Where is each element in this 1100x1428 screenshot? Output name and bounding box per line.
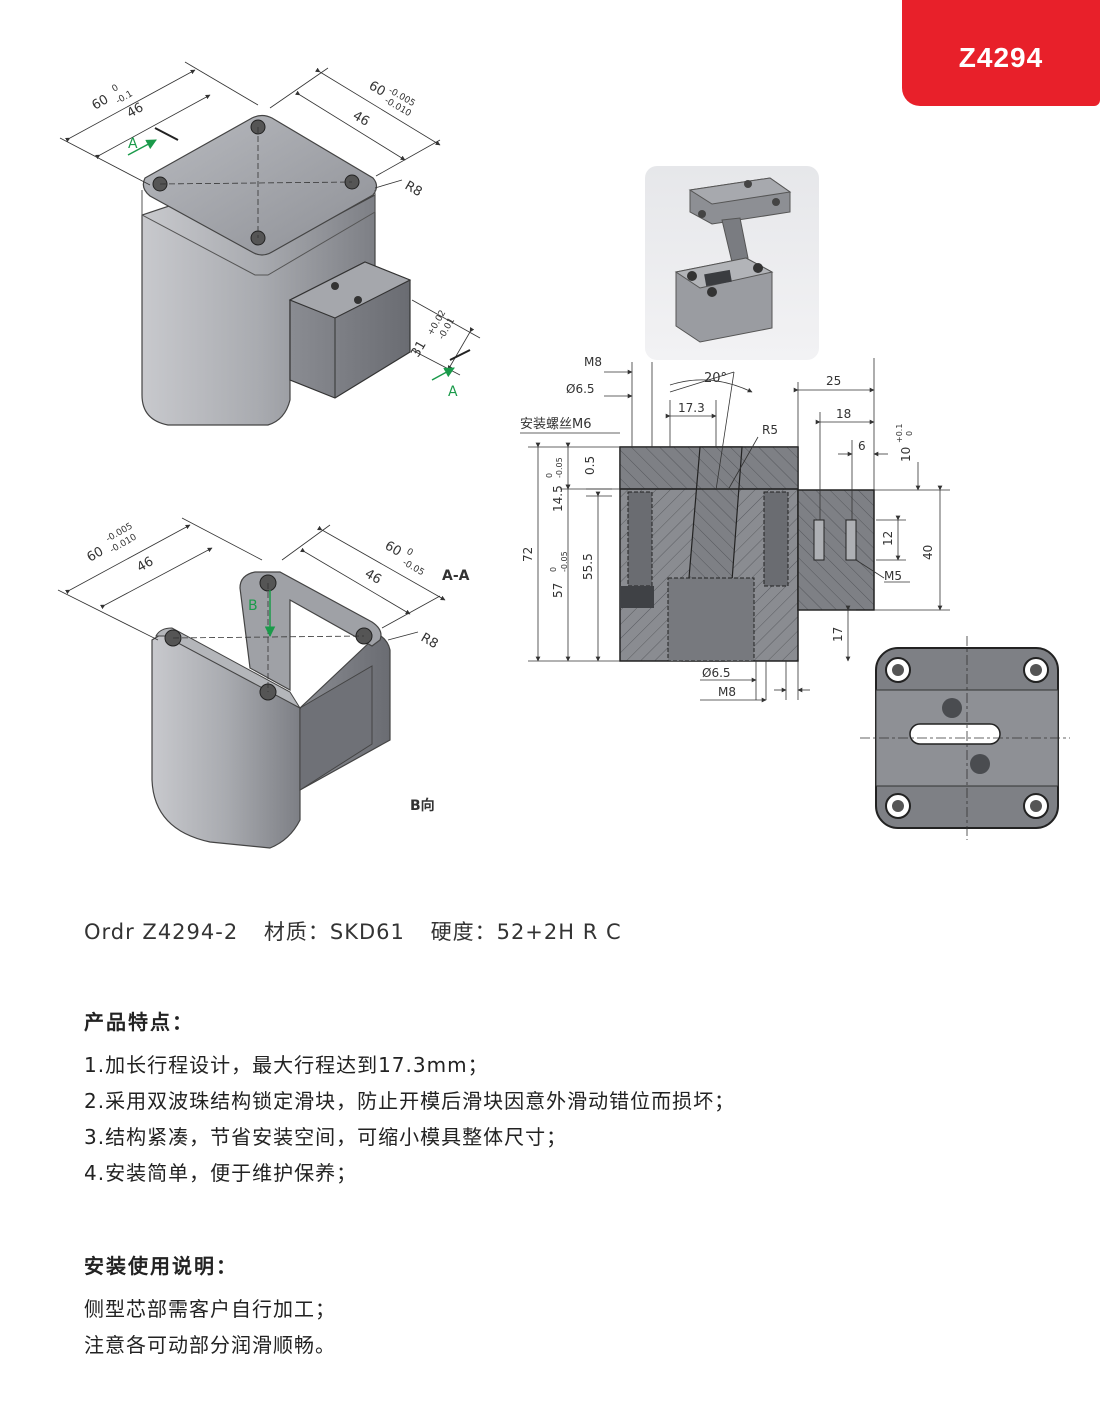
section-dim-145-tol-upper: 0 <box>545 473 554 478</box>
section-dim-25: 25 <box>826 374 841 388</box>
section-dim-6: 6 <box>858 439 866 453</box>
section-d65-top: Ø6.5 <box>566 382 595 396</box>
material: 材质：SKD61 <box>263 920 405 944</box>
features-list: 1.加长行程设计，最大行程达到17.3mm； 2.采用双波珠结构锁定滑块，防止开… <box>84 1047 735 1191</box>
install-title: 安装使用说明： <box>84 1254 238 1278</box>
feature-item: 1.加长行程设计，最大行程达到17.3mm； <box>84 1053 489 1077</box>
dim-top-left-tol-upper: 0 <box>111 83 121 95</box>
bottom-isometric-view: 60 -0.005 -0.010 46 60 0 -0.05 46 R8 B B… <box>57 517 446 849</box>
radius-bottom: R8 <box>418 630 440 652</box>
section-dim-57-tol-upper: 0 <box>549 567 558 572</box>
section-angle: 20° <box>704 371 727 386</box>
section-title: A-A <box>442 568 470 584</box>
section-m8-bottom: M8 <box>718 685 736 699</box>
product-code: Z4294 <box>958 42 1044 73</box>
dim-top-right-outer: 60 <box>366 78 388 99</box>
section-marker-a-bottom: A <box>448 384 458 400</box>
ball-plunger <box>331 282 339 290</box>
section-m8-top: M8 <box>584 355 602 369</box>
plan-view-b <box>860 636 1070 840</box>
feature-item: 4.安装简单，便于维护保养； <box>84 1161 358 1185</box>
dim-bottom-right-outer: 60 <box>382 538 404 559</box>
section-dim-555: 55.5 <box>581 553 595 580</box>
install-item: 侧型芯部需客户自行加工； <box>84 1297 336 1321</box>
section-dim-12: 12 <box>881 531 895 546</box>
view-marker-b: B <box>248 598 258 614</box>
dim-bottom-right-inner: 46 <box>362 566 384 587</box>
section-dim-10-tol-lower: 0 <box>905 431 914 436</box>
dim-bottom-left-outer: 60 <box>85 544 107 565</box>
section-slide <box>797 489 875 611</box>
ball-plunger <box>354 296 362 304</box>
section-dim-17: 17 <box>831 627 845 642</box>
product-photo <box>645 166 819 360</box>
technical-drawing: 60 0 -0.1 46 60 -0.005 -0.010 46 R8 31 +… <box>57 61 1070 849</box>
hardness: 硬度：52+2H R C <box>430 920 622 944</box>
feature-item: 3.结构紧凑，节省安装空间，可缩小模具整体尺寸； <box>84 1125 568 1149</box>
view-caption-b: B向 <box>410 797 435 814</box>
install-list: 侧型芯部需客户自行加工； 注意各可动部分润滑顺畅。 <box>84 1291 336 1363</box>
section-install-screw: 安装螺丝M6 <box>520 417 592 432</box>
plan-ball <box>970 754 990 774</box>
section-dim-18: 18 <box>836 407 851 421</box>
dim-top-left-outer: 60 <box>90 92 112 113</box>
product-code-tab: Z4294 <box>902 0 1100 106</box>
features-title: 产品特点： <box>84 1010 194 1034</box>
feature-item: 2.采用双波珠结构锁定滑块，防止开模后滑块因意外滑动错位而损坏； <box>84 1089 736 1113</box>
plan-slot <box>909 723 1001 745</box>
bottom-channel <box>299 665 373 791</box>
top-isometric-view: 60 0 -0.1 46 60 -0.005 -0.010 46 R8 31 +… <box>59 61 481 426</box>
section-d65-bottom: Ø6.5 <box>702 666 731 680</box>
order-code: Ordr Z4294-2 <box>84 920 239 944</box>
section-dim-05: 0.5 <box>583 456 597 475</box>
dim-top-left-inner: 46 <box>125 100 147 121</box>
bottom-block-left <box>151 631 301 849</box>
section-dim-57-tol-lower: -0.05 <box>560 551 569 572</box>
section-dim-57: 57 <box>551 583 565 598</box>
section-dim-10-tol-upper: +0.1 <box>895 424 904 443</box>
features-section: 产品特点： 1.加长行程设计，最大行程达到17.3mm； 2.采用双波珠结构锁定… <box>84 1006 735 1191</box>
section-m5: M5 <box>884 569 902 583</box>
section-stroke: 17.3 <box>678 401 705 415</box>
section-dim-72: 72 <box>521 547 535 562</box>
dim-top-right-inner: 46 <box>350 108 372 129</box>
section-marker-a-top: A <box>128 136 138 152</box>
section-r5: R5 <box>762 423 778 437</box>
section-dim-145: 14.5 <box>551 485 565 512</box>
install-section: 安装使用说明： 侧型芯部需客户自行加工； 注意各可动部分润滑顺畅。 <box>84 1250 336 1363</box>
section-dim-10: 10 <box>899 447 913 462</box>
section-view-a-a: A-A M8 Ø6.5 安装螺丝M6 20° 17.3 R5 <box>442 355 950 703</box>
section-dim-145-tol-lower: -0.05 <box>555 457 564 478</box>
install-item: 注意各可动部分润滑顺畅。 <box>84 1333 336 1357</box>
spec-line: Ordr Z4294-2 材质：SKD61 硬度：52+2H R C <box>84 916 640 946</box>
radius-top: R8 <box>402 178 424 200</box>
dim-bottom-left-inner: 46 <box>135 554 157 575</box>
dim-bottom-right-tol-lower: -0.05 <box>401 558 426 578</box>
dim-slide: 31 <box>408 338 429 360</box>
plan-ball <box>942 698 962 718</box>
dim-bottom-right-tol-upper: 0 <box>405 547 415 559</box>
section-dim-40: 40 <box>921 545 935 560</box>
